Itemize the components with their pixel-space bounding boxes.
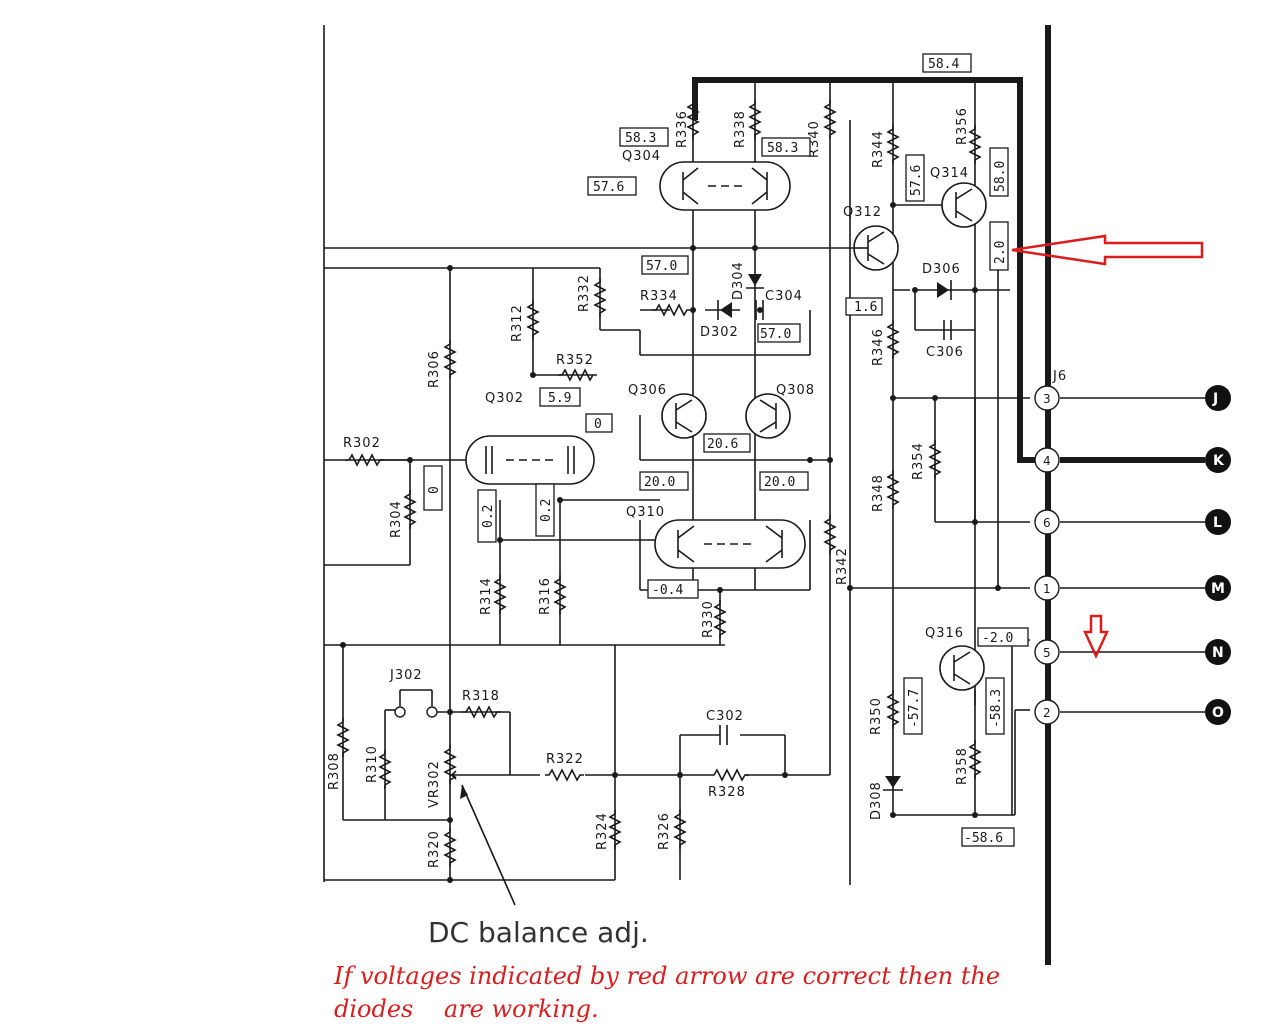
svg-text:R328: R328 <box>708 785 746 800</box>
svg-text:L: L <box>1213 515 1222 531</box>
svg-text:R330: R330 <box>701 600 716 638</box>
dc-balance-callout: DC balance adj. <box>428 784 649 949</box>
svg-text:R348: R348 <box>871 474 886 512</box>
svg-text:Q316: Q316 <box>925 626 964 641</box>
svg-text:D304: D304 <box>731 261 746 300</box>
red-arrow-left <box>1011 234 1204 266</box>
svg-text:R346: R346 <box>871 328 886 366</box>
svg-text:R344: R344 <box>871 130 886 168</box>
annotation-note: If voltages indicated by red arrow are c… <box>334 960 1034 1026</box>
svg-text:58.3: 58.3 <box>767 141 798 156</box>
red-arrow-down <box>1083 614 1109 660</box>
svg-text:-57.7: -57.7 <box>907 689 922 728</box>
svg-text:58.4: 58.4 <box>928 57 959 72</box>
svg-text:J302: J302 <box>389 668 423 683</box>
svg-text:3: 3 <box>1043 392 1051 406</box>
svg-text:R332: R332 <box>577 274 592 312</box>
svg-text:R322: R322 <box>546 752 584 767</box>
svg-text:R352: R352 <box>556 353 594 368</box>
svg-text:D308: D308 <box>869 781 884 820</box>
svg-text:C306: C306 <box>926 345 964 360</box>
svg-text:R358: R358 <box>955 747 970 785</box>
svg-text:20.0: 20.0 <box>644 475 675 490</box>
svg-text:J: J <box>1212 391 1218 407</box>
svg-text:2.0: 2.0 <box>993 241 1008 264</box>
svg-text:5.9: 5.9 <box>548 391 571 406</box>
svg-text:R334: R334 <box>640 289 678 304</box>
svg-text:4: 4 <box>1043 454 1051 468</box>
junctions <box>340 77 1001 883</box>
svg-text:58.3: 58.3 <box>625 131 656 146</box>
svg-text:R306: R306 <box>427 350 442 388</box>
svg-text:N: N <box>1212 645 1224 661</box>
svg-text:R326: R326 <box>657 812 672 850</box>
svg-text:0.2: 0.2 <box>539 499 554 522</box>
svg-text:R310: R310 <box>365 745 380 783</box>
svg-text:R356: R356 <box>955 107 970 145</box>
svg-text:1: 1 <box>1043 582 1051 596</box>
svg-text:Q314: Q314 <box>930 166 969 181</box>
svg-text:M: M <box>1211 581 1225 597</box>
diodes-capacitors <box>394 274 952 791</box>
svg-text:2: 2 <box>1043 706 1051 720</box>
svg-text:J6: J6 <box>1052 369 1067 384</box>
svg-text:R336: R336 <box>675 110 690 148</box>
svg-text:R340: R340 <box>807 120 822 158</box>
svg-text:R308: R308 <box>327 752 342 790</box>
resistors <box>337 99 981 868</box>
svg-text:R342: R342 <box>835 547 850 585</box>
svg-text:20.6: 20.6 <box>707 437 738 452</box>
svg-text:VR302: VR302 <box>427 760 442 808</box>
svg-text:0.2: 0.2 <box>481 505 496 528</box>
svg-text:5: 5 <box>1043 646 1051 660</box>
svg-text:Q312: Q312 <box>843 205 882 220</box>
svg-text:R316: R316 <box>538 577 553 615</box>
connector-pins: 3 4 6 1 5 2 J K L M N O <box>1034 385 1231 725</box>
svg-text:R320: R320 <box>427 830 442 868</box>
svg-text:R314: R314 <box>479 577 494 615</box>
component-labels: R302 R304 R306 R308 R310 R312 R314 R316 … <box>327 107 1067 868</box>
svg-text:58.0: 58.0 <box>993 161 1008 192</box>
voltage-readings: 58.4 58.3 58.3 57.6 57.6 58.0 2.0 57.0 5… <box>423 53 1029 847</box>
svg-text:K: K <box>1213 453 1225 469</box>
wiring <box>323 25 1205 965</box>
svg-text:6: 6 <box>1043 516 1051 530</box>
svg-text:-2.0: -2.0 <box>982 631 1013 646</box>
svg-text:R338: R338 <box>733 110 748 148</box>
svg-text:57.0: 57.0 <box>760 327 791 342</box>
svg-text:-58.6: -58.6 <box>964 831 1003 846</box>
svg-text:20.0: 20.0 <box>764 475 795 490</box>
svg-text:Q310: Q310 <box>626 505 665 520</box>
svg-text:R304: R304 <box>389 500 404 538</box>
svg-text:0: 0 <box>594 417 602 432</box>
svg-text:0: 0 <box>427 486 442 494</box>
svg-text:R302: R302 <box>343 436 381 451</box>
svg-text:Q302: Q302 <box>485 391 524 406</box>
svg-text:57.6: 57.6 <box>909 165 924 196</box>
svg-text:O: O <box>1212 705 1224 721</box>
annotation-note-line-1: If voltages indicated by red arrow are c… <box>334 962 1001 990</box>
svg-text:Q308: Q308 <box>776 383 815 398</box>
svg-text:DC balance adj.: DC balance adj. <box>428 916 649 949</box>
svg-text:R324: R324 <box>595 812 610 850</box>
svg-text:R318: R318 <box>462 689 500 704</box>
svg-text:D302: D302 <box>700 325 739 340</box>
svg-text:C302: C302 <box>706 709 744 724</box>
svg-text:R350: R350 <box>869 697 884 735</box>
svg-text:57.0: 57.0 <box>646 259 677 274</box>
svg-text:C304: C304 <box>765 289 803 304</box>
svg-text:-58.3: -58.3 <box>989 689 1004 728</box>
svg-text:1.6: 1.6 <box>854 300 877 315</box>
svg-text:R312: R312 <box>510 304 525 342</box>
svg-text:Q306: Q306 <box>628 383 667 398</box>
transistors <box>465 161 987 691</box>
svg-text:R354: R354 <box>911 442 926 480</box>
svg-text:D306: D306 <box>922 262 961 277</box>
svg-text:Q304: Q304 <box>622 149 661 164</box>
svg-text:-0.4: -0.4 <box>652 583 683 598</box>
svg-text:57.6: 57.6 <box>593 180 624 195</box>
annotation-note-line-2: diodes are working. <box>334 995 599 1023</box>
